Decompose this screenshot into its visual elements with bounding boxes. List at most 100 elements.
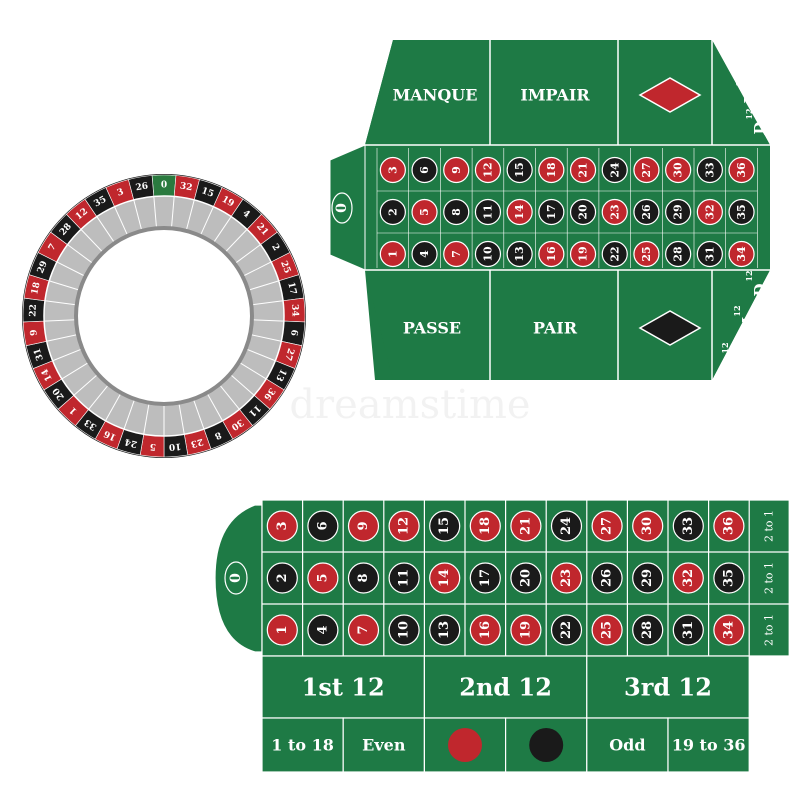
wheel-divider [105, 392, 122, 422]
red-diamond [638, 77, 702, 113]
number-chip [474, 156, 502, 184]
wheel-divider [80, 229, 104, 253]
number-chip [713, 510, 745, 542]
wheel-divider [46, 334, 79, 342]
number-label: 35 [735, 204, 748, 219]
wheel-pocket-number: 8 [213, 429, 223, 441]
side-dozen-sup: 12 [732, 305, 742, 316]
number-label: 31 [703, 246, 716, 261]
number-chip [469, 614, 501, 646]
wheel-divider [218, 384, 240, 410]
number-chip [307, 510, 339, 542]
wheel-pocket-number: 31 [33, 347, 46, 362]
wheel-pocket-number: 16 [102, 428, 118, 442]
number-chip [411, 156, 438, 184]
number-chip [633, 198, 660, 226]
number-chip [550, 510, 583, 542]
number-label: 32 [703, 204, 716, 219]
number-chip [713, 562, 745, 594]
number-label: 29 [640, 569, 655, 587]
number-chip [474, 240, 502, 268]
number-chip [713, 614, 745, 646]
outside-bet-label: Even [362, 736, 406, 755]
number-chip [632, 562, 664, 594]
number-label: 17 [478, 569, 493, 587]
number-chip [506, 240, 533, 268]
number-label: 12 [397, 517, 412, 535]
number-chip [538, 240, 565, 268]
number-chip [347, 562, 380, 594]
number-label: 13 [513, 246, 526, 261]
number-chip [443, 240, 470, 268]
number-label: 13 [437, 621, 452, 639]
number-chip [601, 156, 628, 184]
number-label: 31 [681, 621, 696, 639]
number-label: 2 [275, 573, 290, 582]
number-label: 19 [518, 621, 533, 639]
number-chip [696, 156, 723, 184]
side-dozen-sup: 12 [720, 342, 730, 353]
wheel-pocket-number: 3 [116, 187, 125, 199]
dozen-label: 1st 12 [302, 673, 385, 702]
red-bet-dot [448, 728, 482, 762]
wheel-pocket-number: 17 [285, 281, 297, 295]
number-label: 4 [315, 625, 330, 634]
wheel-divider [44, 319, 77, 322]
number-label: 10 [397, 621, 412, 639]
number-label: 22 [559, 621, 574, 639]
number-label: 20 [577, 204, 590, 220]
number-label: 21 [518, 517, 533, 535]
number-label: 15 [437, 517, 452, 535]
wheel-divider [251, 300, 284, 306]
number-label: 28 [672, 246, 685, 262]
number-chip [591, 614, 623, 646]
number-chip [665, 240, 692, 268]
zero-oval [331, 192, 353, 224]
number-chip [569, 156, 597, 184]
manque-label: MANQUE [393, 86, 478, 105]
number-chip [388, 562, 420, 594]
number-chip [632, 510, 664, 542]
wheel-divider [73, 373, 99, 396]
wheel-pocket-number: 34 [289, 304, 300, 317]
number-chip [672, 510, 704, 542]
side-divider [724, 34, 746, 71]
number-label: 18 [478, 517, 493, 535]
number-chip [665, 156, 692, 184]
wheel-divider [238, 361, 267, 380]
outside-bet-cell [261, 717, 344, 773]
pair-label: PAIR [533, 319, 578, 338]
wheel-divider [52, 348, 83, 362]
number-label: 29 [672, 204, 685, 219]
wheel-divider [44, 300, 77, 306]
wheel-pocket-number: 18 [30, 281, 42, 295]
number-label: 24 [608, 162, 621, 178]
number-chip [388, 614, 420, 646]
wheel-divider [251, 319, 284, 322]
column-bet-label: 2 to 1 [763, 562, 776, 594]
wheel-pocket-number: 2 [269, 242, 281, 253]
number-chip [307, 562, 339, 594]
side-dozen-sup: 12 [725, 40, 735, 51]
number-chip [510, 562, 542, 594]
number-chip [601, 240, 628, 268]
number-label: 1 [275, 625, 290, 634]
column-bet-label: 2 to 1 [763, 614, 776, 646]
zero-label: 0 [228, 573, 244, 583]
outside-bet-label: Odd [609, 736, 645, 755]
number-chip [443, 156, 470, 184]
number-label: 27 [600, 517, 615, 535]
number-chip [379, 198, 406, 226]
number-chip [696, 198, 723, 226]
number-chip [266, 510, 298, 542]
number-label: 9 [450, 166, 463, 174]
wheel-pocket-number: 24 [124, 436, 139, 449]
side-dozen-label: M [741, 87, 759, 104]
watermark: dreamstime [289, 382, 530, 428]
wheel-divider [61, 361, 90, 380]
wheel-track-edge [43, 195, 285, 437]
number-label: 33 [681, 517, 696, 535]
number-chip [569, 240, 597, 268]
wheel-pocket-number: 23 [190, 436, 205, 449]
side-dozen-label: P [732, 54, 750, 65]
